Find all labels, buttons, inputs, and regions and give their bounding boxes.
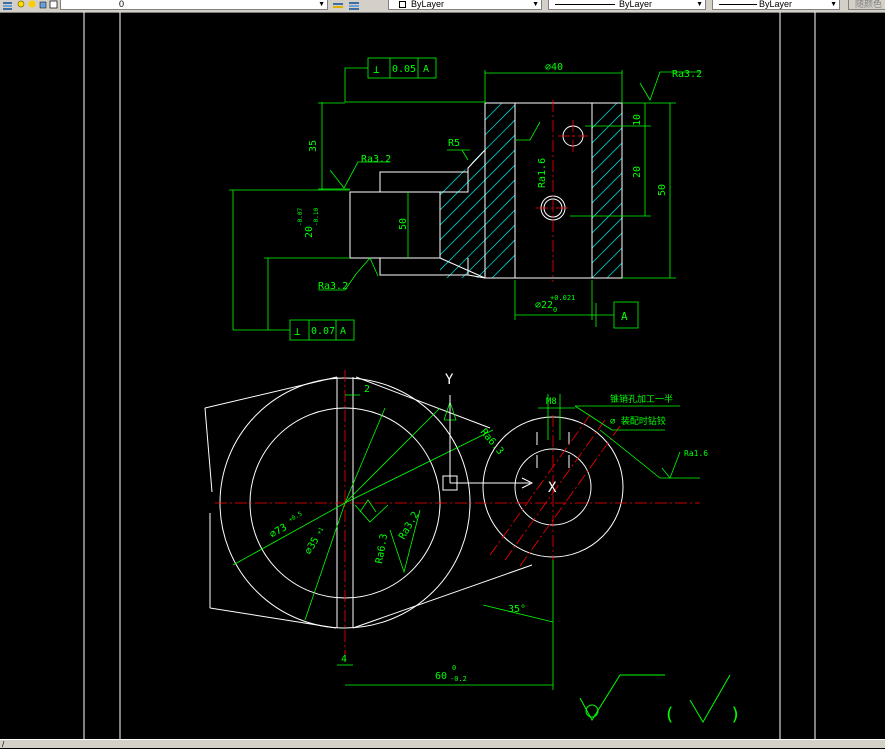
note-assembly-text: 装配时钻铰 xyxy=(621,415,666,427)
dim-60-tol-lower: -0.2 xyxy=(450,675,467,683)
top-view: ⊥ 0.05 A ⌀40 Ra3.2 35 R5 Ra1.6 10 20 50 … xyxy=(229,57,702,341)
dim-20-left-tol2: -0.10 xyxy=(313,208,320,226)
dim-20-right: 20 xyxy=(632,166,643,178)
note-taper-pin: 锥销孔加工一半 xyxy=(610,393,673,405)
hatch-right xyxy=(592,103,622,278)
plotstyle-value: 随颜色 xyxy=(855,0,883,9)
legend-paren-open: ( xyxy=(664,704,675,725)
chevron-down-icon: ▼ xyxy=(532,1,539,8)
cursor-icon: / xyxy=(2,740,5,749)
dim-50-inner: 50 xyxy=(398,218,409,230)
dim-r5: R5 xyxy=(448,138,460,149)
dim-20-left-tol: -0.07 xyxy=(297,208,304,226)
rough-ra32-front: Ra3.2 xyxy=(397,510,422,542)
dim-bore: ⌀22 xyxy=(535,300,553,311)
general-roughness-legend xyxy=(579,674,731,723)
drawing-frame xyxy=(83,12,816,739)
legend-paren-close: ) xyxy=(730,704,741,725)
chevron-down-icon: ▼ xyxy=(696,1,703,8)
chevron-down-icon: ▼ xyxy=(318,1,325,8)
rough-ra32-left: Ra3.2 xyxy=(361,154,391,165)
make-current-layer-icon[interactable] xyxy=(332,0,346,11)
taper-symbol: ⌀ xyxy=(610,417,616,427)
rough-ra32-bottom: Ra3.2 xyxy=(318,281,348,292)
top-view-centerlines xyxy=(536,100,588,282)
dim-60-tol-upper: 0 xyxy=(452,664,456,672)
perp-symbol-bottom: ⊥ xyxy=(294,325,301,338)
color-value: ByLayer xyxy=(411,0,445,9)
top-view-outline xyxy=(349,102,623,279)
layer-manager-icon[interactable] xyxy=(2,0,14,11)
note-assembly: ⌀ 装配时钻铰 xyxy=(610,415,666,427)
dim-10: 10 xyxy=(632,114,643,126)
rough-ra16-front: Ra1.6 xyxy=(684,449,708,458)
perp-tol-top: 0.05 xyxy=(392,64,416,75)
rough-ra16-top: Ra1.6 xyxy=(537,158,548,188)
layer-freeze-icon[interactable] xyxy=(27,0,37,11)
color-dropdown[interactable]: ByLayer ▼ xyxy=(388,0,542,10)
front-view-dimensions xyxy=(232,394,700,690)
layer-lock-icon[interactable] xyxy=(38,0,48,11)
command-line[interactable]: / xyxy=(0,739,885,749)
dim-bore-tol-lower: 0 xyxy=(553,306,557,314)
dim-diameter-40: ⌀40 xyxy=(545,62,563,73)
layer-name: 0 xyxy=(119,0,125,9)
lineweight-value: ByLayer xyxy=(759,0,793,9)
dim-d35-tol: +1 xyxy=(316,526,326,536)
dim-d73: ⌀73 xyxy=(268,522,289,541)
layer-on-icon[interactable] xyxy=(16,0,26,11)
rough-ra63-lower: Ra6.3 xyxy=(374,533,390,565)
plotstyle-dropdown[interactable]: 随颜色 xyxy=(848,0,885,10)
ucs-y-label: Y xyxy=(445,372,454,388)
dim-m8: M8 xyxy=(546,397,557,407)
dim-20-left: 20 xyxy=(304,226,315,238)
chevron-down-icon: ▼ xyxy=(830,1,837,8)
dim-bore-tol-upper: +0.021 xyxy=(550,294,575,302)
ucs-icon xyxy=(442,395,534,491)
perp-symbol-top: ⊥ xyxy=(373,63,380,76)
dim-35-degree: 35° xyxy=(508,604,526,615)
front-view-centerlines xyxy=(215,370,700,665)
color-swatch-icon xyxy=(399,1,406,8)
layer-previous-icon[interactable] xyxy=(348,0,362,11)
linetype-preview xyxy=(555,4,615,5)
lineweight-preview xyxy=(719,4,757,5)
linetype-dropdown[interactable]: ByLayer ▼ xyxy=(548,0,706,10)
hatch-left xyxy=(440,103,515,278)
perp-tol-bottom-datum: A xyxy=(340,326,346,337)
lineweight-dropdown[interactable]: ByLayer ▼ xyxy=(712,0,840,10)
top-view-dimensions xyxy=(229,57,700,341)
toolbar: 0 ▼ ByLayer ▼ ByLayer ▼ ByLayer ▼ 随颜色 xyxy=(0,0,885,13)
dim-50-right: 50 xyxy=(657,184,668,196)
drawing-canvas[interactable]: ⊥ 0.05 A ⌀40 Ra3.2 35 R5 Ra1.6 10 20 50 … xyxy=(0,12,885,739)
perp-tol-top-datum: A xyxy=(423,64,429,75)
dim-d73-tol: +0.5 xyxy=(288,510,304,523)
perp-tol-bottom: 0.07 xyxy=(311,326,335,337)
linetype-value: ByLayer xyxy=(619,0,653,9)
datum-a: A xyxy=(621,310,628,323)
dim-d35: ⌀35 xyxy=(303,535,322,556)
dim-35: 35 xyxy=(308,140,319,152)
layer-color-icon[interactable] xyxy=(49,0,59,11)
dim-4: 4 xyxy=(341,654,347,665)
dim-60: 60 xyxy=(435,671,447,682)
layer-dropdown[interactable]: 0 ▼ xyxy=(60,0,328,10)
rough-ra32-top-right: Ra3.2 xyxy=(672,69,702,80)
front-view: Y X 2 M8 锥销孔加工一半 ⌀ 装配时钻铰 Ra1.6 Ra6.3 Ra3… xyxy=(204,370,741,725)
ucs-x-label: X xyxy=(548,480,557,496)
dim-2: 2 xyxy=(364,384,370,395)
